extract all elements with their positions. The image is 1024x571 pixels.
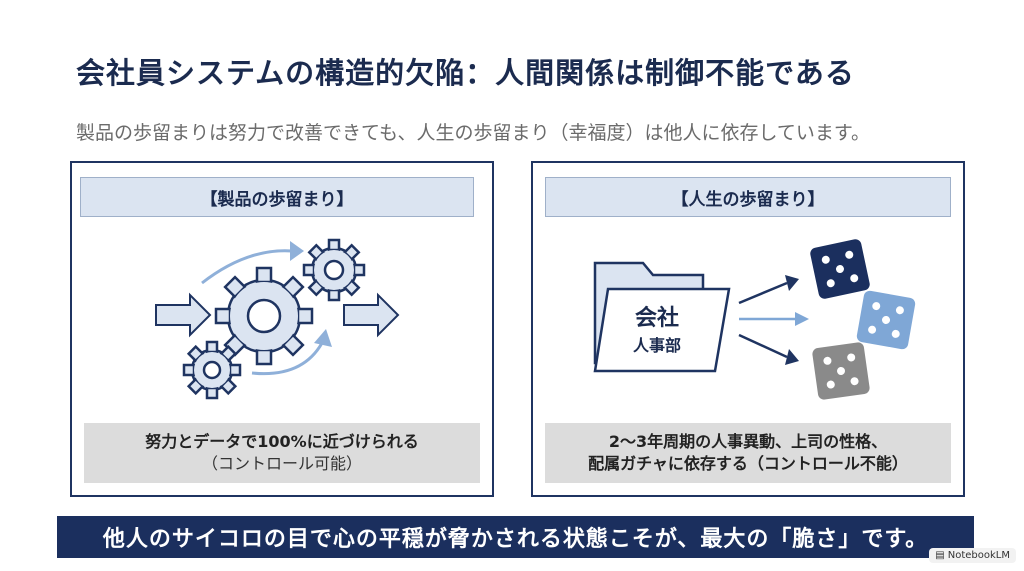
brand-label: NotebookLM [947, 550, 1010, 561]
large-gear-icon [214, 266, 314, 366]
panel-header-product-yield: 【製品の歩留まり】 [80, 177, 474, 217]
folder-label-hr: 人事部 [633, 336, 681, 355]
panel-life-yield: 【人生の歩留まり】 会社 人事部 [531, 161, 965, 497]
curved-arrow-bottom-icon [251, 342, 324, 376]
arrowhead-top-icon [290, 241, 304, 261]
arrow-to-bottom-die-icon [738, 333, 799, 365]
page-title: 会社員システムの構造的欠陥：人間関係は制御不能である [76, 56, 855, 90]
caption-product-yield-line1: 努力とデータで100%に近づけられる [145, 431, 419, 451]
blue-die-icon [856, 290, 916, 350]
folder-icon [593, 261, 731, 373]
panel-product-yield: 【製品の歩留まり】 [70, 161, 494, 497]
caption-product-yield-line2: （コントロール可能） [201, 454, 362, 473]
curved-arrow-top-icon [201, 249, 293, 285]
small-gear-bottom-icon [182, 340, 242, 400]
input-arrow-icon [155, 292, 212, 338]
gears-illustration [155, 238, 400, 400]
dark-die-icon [810, 239, 870, 299]
output-arrow-icon [343, 292, 400, 338]
conclusion-banner: 他人のサイコロの目で心の平穏が脅かされる状態こそが、最大の「脆さ」です。 [57, 516, 974, 558]
gray-die-icon [812, 342, 870, 400]
brand-badge: ▤ NotebookLM [929, 548, 1016, 563]
arrow-to-middle-die-icon [739, 312, 809, 326]
panel-header-life-yield: 【人生の歩留まり】 [545, 177, 951, 217]
caption-life-yield-line1: 2〜3年周期の人事異動、上司の性格、 [608, 431, 888, 451]
notebooklm-logo-icon: ▤ [935, 550, 945, 561]
arrow-to-top-die-icon [738, 275, 799, 305]
caption-product-yield: 努力とデータで100%に近づけられる （コントロール可能） [84, 423, 480, 483]
folder-label-company: 会社 [635, 305, 679, 331]
page-subtitle: 製品の歩留まりは努力で改善できても、人生の歩留まり（幸福度）は他人に依存していま… [76, 122, 871, 144]
company-dice-illustration: 会社 人事部 [593, 239, 916, 400]
small-gear-top-icon [302, 238, 366, 302]
caption-life-yield-line2: 配属ガチャに依存する（コントロール不能） [588, 454, 908, 473]
arrowhead-bottom-icon [314, 329, 332, 347]
caption-life-yield: 2〜3年周期の人事異動、上司の性格、 配属ガチャに依存する（コントロール不能） [545, 423, 951, 483]
